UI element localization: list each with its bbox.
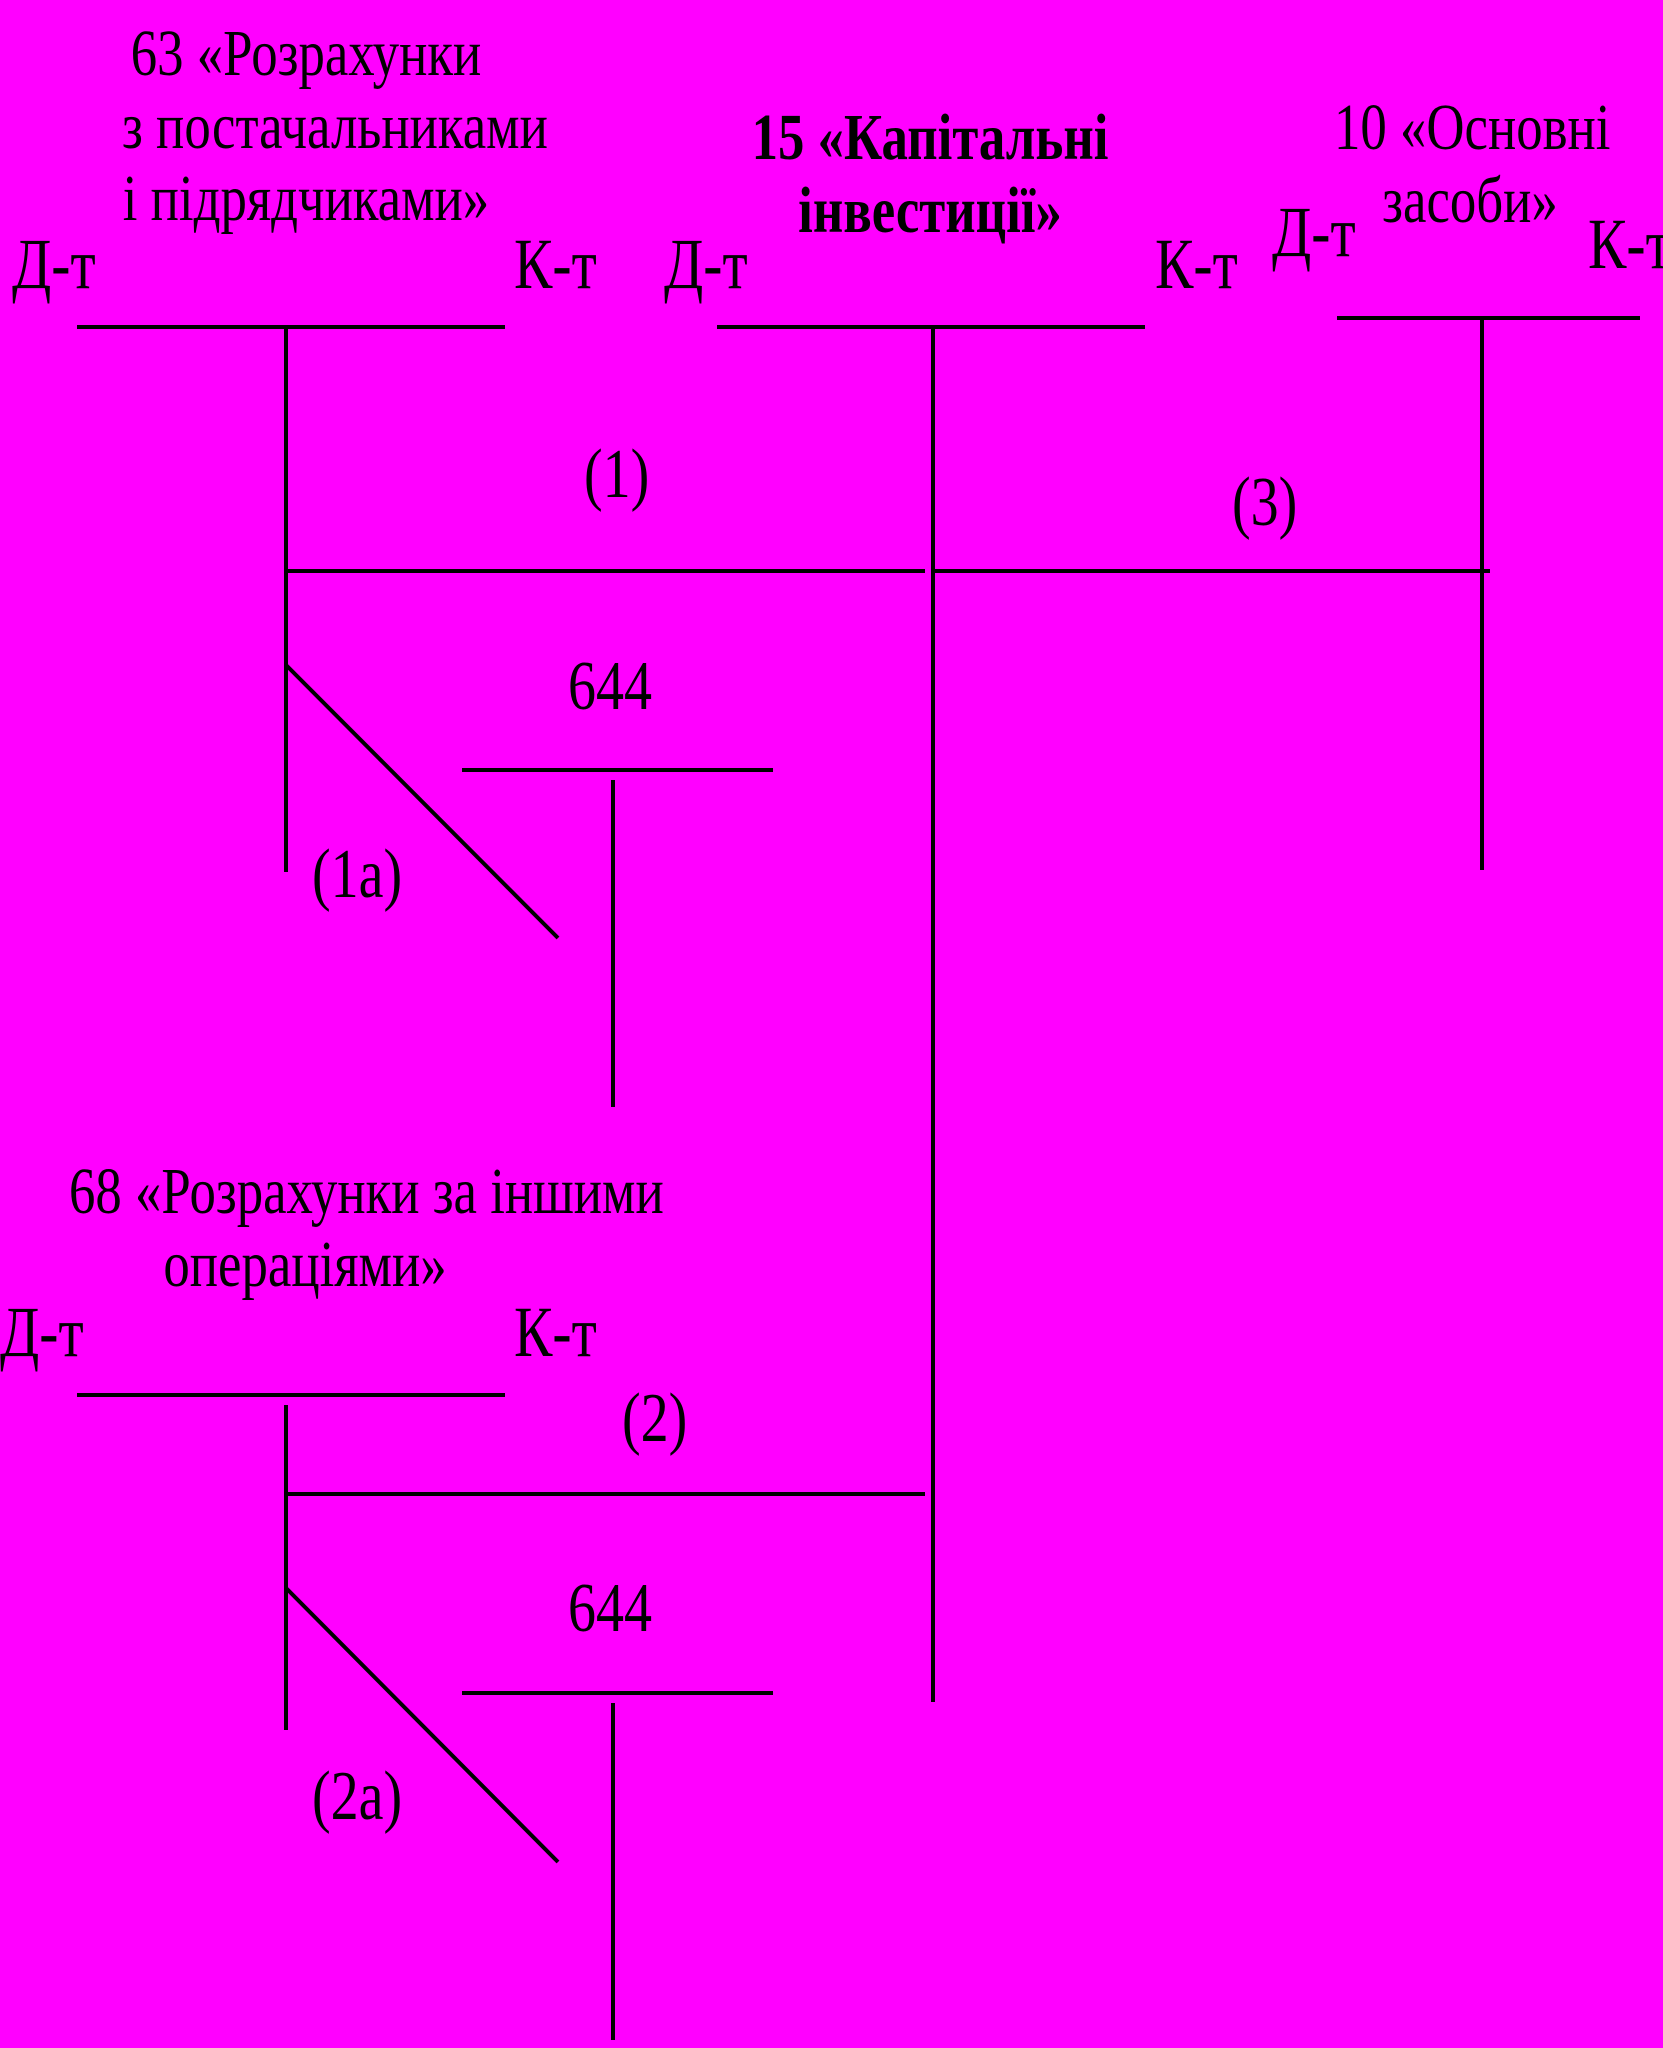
account-15-title: 15 «Капітальні інвестиції» <box>746 101 1114 247</box>
account-10-title: 10 «Основні засоби» <box>1334 91 1611 237</box>
account-15-title-line-1: 15 «Капітальні <box>751 101 1109 174</box>
account-10-title-line-2: засоби» <box>1382 163 1558 237</box>
account-644-2-title: 644 <box>568 1570 652 1647</box>
entry-3-label: (3) <box>1232 464 1298 541</box>
account-63-title-line-3: і підрядчиками» <box>122 162 490 236</box>
account-10-title-line-1: 10 «Основні <box>1334 91 1611 164</box>
entry-2a-label: (2а) <box>312 1758 403 1835</box>
entry-1a-label: (1а) <box>312 836 403 913</box>
entry-1-label: (1) <box>584 436 650 513</box>
account-10-debit-label: Д-т <box>1272 192 1356 272</box>
entry-2-label: (2) <box>622 1380 688 1457</box>
account-15-title-line-2: інвестиції» <box>798 173 1062 247</box>
account-63-title-line-1: 63 «Розрахунки <box>130 17 482 90</box>
entry-2a-diagonal <box>284 1586 560 1864</box>
account-68-title-line-2: операціями» <box>163 1227 447 1301</box>
account-63-title: 63 «Розрахунки з постачальниками і підря… <box>122 17 548 236</box>
account-68-debit-label: Д-т <box>0 1292 84 1372</box>
account-15-credit-label: К-т <box>1155 224 1238 304</box>
account-63-credit-label: К-т <box>514 224 597 304</box>
account-644-1-title: 644 <box>568 648 652 725</box>
account-10-credit-label: К-т <box>1588 204 1663 284</box>
account-15-debit-label: Д-т <box>664 224 748 304</box>
account-63-debit-label: Д-т <box>12 224 96 304</box>
account-63-title-line-2: з постачальниками <box>122 89 548 163</box>
entry-1a-diagonal <box>284 663 560 940</box>
account-68-title: 68 «Розрахунки за іншими операціями» <box>69 1155 664 1301</box>
account-68-credit-label: К-т <box>514 1292 597 1372</box>
account-68-title-line-1: 68 «Розрахунки за іншими <box>69 1155 664 1228</box>
